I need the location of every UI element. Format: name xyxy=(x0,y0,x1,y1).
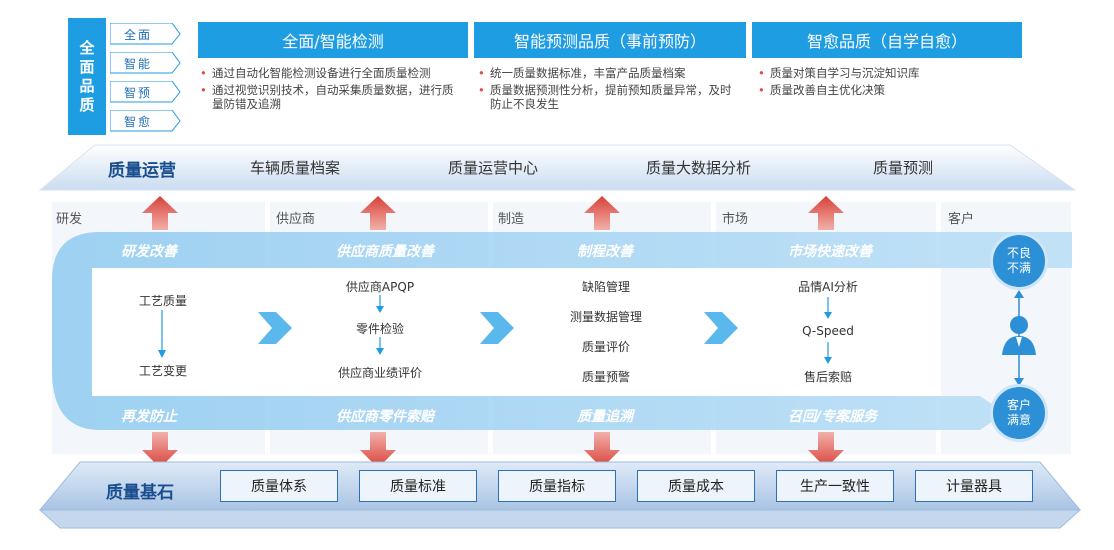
down-arrow-market xyxy=(808,432,844,468)
foundation-item-system: 质量体系 xyxy=(220,470,338,502)
foundation-item-indicator: 质量指标 xyxy=(498,470,616,502)
band-recall-service: 召回/专案服务 xyxy=(788,409,878,425)
stage-label-supplier: 供应商 xyxy=(276,212,316,227)
connector-arrow-down xyxy=(1014,378,1024,386)
down-arrow-rd xyxy=(142,432,178,468)
foundation-item-standard: 质量标准 xyxy=(359,470,477,502)
bullets-predictive-quality: 统一质量数据标准，丰富产品质量档案 质量数据预测性分析，提前预知质量异常，及时防… xyxy=(478,66,740,114)
foundation-item-consistency: 生产一致性 xyxy=(776,470,894,502)
inner-box-rd xyxy=(92,268,265,396)
operation-item-big-data: 质量大数据分析 xyxy=(646,159,752,177)
inner-box-manufacturing xyxy=(493,268,711,396)
operation-platform xyxy=(38,144,1077,191)
connector-arrow-up xyxy=(1014,290,1024,298)
operation-item-prediction: 质量预测 xyxy=(873,159,934,177)
band-supplier-improvement: 供应商质量改善 xyxy=(336,244,434,260)
circulation-band xyxy=(52,232,1072,430)
inner-box-market xyxy=(716,268,936,396)
arrow-down-icon xyxy=(376,337,384,355)
foundation-platform-base xyxy=(38,509,1082,529)
tag-predictive: 智预 xyxy=(110,81,181,103)
quality-vertical-title: 全 面 品 质 xyxy=(68,18,106,135)
bullet-item: 质量改善自主优化决策 xyxy=(758,83,1020,97)
bullets-intelligent-inspection: 通过自动化智能检测设备进行全面质量检测 通过视觉识别技术，自动采集质量数据，进行… xyxy=(200,66,462,114)
customer-satisfied-circle: 客户 满意 xyxy=(990,384,1048,442)
inner-supplier-apqp: 供应商APQP xyxy=(345,280,415,294)
inner-box-supplier xyxy=(270,268,488,396)
up-arrow-rd xyxy=(142,196,178,230)
foundation-item-cost: 质量成本 xyxy=(637,470,755,502)
arrow-down-icon xyxy=(824,297,832,319)
stage-label-customer: 客户 xyxy=(948,212,975,227)
bullets-self-healing-quality: 质量对策自学习与沉淀知识库 质量改善自主优化决策 xyxy=(758,66,1020,100)
flow-arrow-1 xyxy=(258,312,292,344)
inner-rd-process-quality: 工艺质量 xyxy=(138,294,187,308)
tag-comprehensive: 全面 xyxy=(110,23,181,45)
bullet-item: 统一质量数据标准，丰富产品质量档案 xyxy=(478,66,740,80)
inner-rd-process-change: 工艺变更 xyxy=(138,364,187,378)
down-arrow-supplier xyxy=(360,432,396,468)
stage-label-market: 市场 xyxy=(722,212,749,227)
customer-person-icon xyxy=(1002,316,1036,355)
operation-title: 质量运营 xyxy=(108,161,176,181)
bullet-item: 质量对策自学习与沉淀知识库 xyxy=(758,66,1020,80)
up-arrow-manufacturing xyxy=(584,196,620,230)
bullet-item: 质量数据预测性分析，提前预知质量异常，及时防止不良发生 xyxy=(478,83,740,111)
inner-market-ai-analysis: 品情AI分析 xyxy=(798,280,858,294)
bullet-item: 通过自动化智能检测设备进行全面质量检测 xyxy=(200,66,462,80)
inner-market-q-speed: Q-Speed xyxy=(802,324,854,338)
band-recurrence-prevention: 再发防止 xyxy=(121,409,177,425)
flow-arrow-3 xyxy=(704,312,738,344)
down-arrow-manufacturing xyxy=(584,432,620,468)
header-intelligent-inspection: 全面/智能检测 xyxy=(198,22,468,58)
tag-intelligent: 智能 xyxy=(110,52,181,74)
inner-mfg-measurement-data: 测量数据管理 xyxy=(569,310,642,324)
band-market-improvement: 市场快速改善 xyxy=(788,244,872,260)
customer-dissatisfied-circle: 不良 不满 xyxy=(990,232,1048,290)
arrow-down-icon xyxy=(824,342,832,364)
flow-arrow-2 xyxy=(480,312,514,344)
tag-self-healing: 智愈 xyxy=(110,110,181,132)
inner-mfg-quality-evaluation: 质量评价 xyxy=(581,340,630,354)
header-predictive-quality: 智能预测品质（事前预防） xyxy=(474,22,746,58)
inner-supplier-performance: 供应商业绩评价 xyxy=(337,366,422,380)
foundation-item-instruments: 计量器具 xyxy=(915,470,1033,502)
inner-market-warranty-claims: 售后索赔 xyxy=(803,370,852,384)
operation-item-vehicle-archive: 车辆质量档案 xyxy=(250,159,341,177)
inner-mfg-quality-warning: 质量预警 xyxy=(581,370,630,384)
arrow-down-icon xyxy=(376,295,384,313)
band-supplier-claims: 供应商零件索赔 xyxy=(336,409,434,425)
bullet-item: 通过视觉识别技术，自动采集质量数据，进行质量防错及追溯 xyxy=(200,83,462,111)
stage-label-manufacturing: 制造 xyxy=(498,212,525,227)
inner-supplier-parts-inspection: 零件检验 xyxy=(355,322,404,336)
stage-label-rd: 研发 xyxy=(56,212,83,227)
band-quality-trace: 质量追溯 xyxy=(577,409,633,425)
band-process-improvement: 制程改善 xyxy=(577,244,633,260)
foundation-title: 质量基石 xyxy=(106,483,174,503)
up-arrow-supplier xyxy=(360,196,396,230)
band-rd-improvement: 研发改善 xyxy=(121,244,177,260)
arrow-down-icon xyxy=(158,310,166,358)
up-arrow-market xyxy=(808,196,844,230)
inner-mfg-defect-management: 缺陷管理 xyxy=(581,280,630,294)
header-self-healing-quality: 智愈品质（自学自愈） xyxy=(752,22,1022,58)
operation-item-center: 质量运营中心 xyxy=(448,159,539,177)
